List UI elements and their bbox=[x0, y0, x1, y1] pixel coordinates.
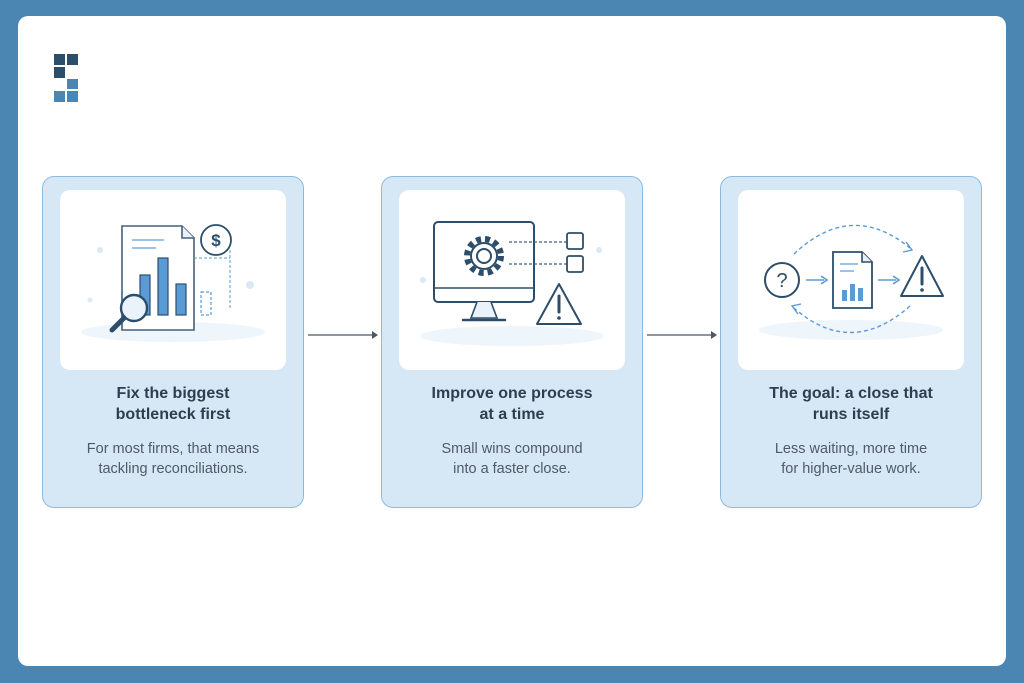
step-description-3: Less waiting, more time for higher-value… bbox=[774, 441, 928, 477]
svg-text:$: $ bbox=[211, 231, 221, 250]
report-magnifier-dollar-icon: $ bbox=[81, 224, 265, 342]
step-description-2: Small wins compound into a faster close. bbox=[441, 441, 583, 477]
step-description-1: For most firms, that means tackling reco… bbox=[86, 441, 260, 477]
arrow-right-icon bbox=[308, 331, 378, 339]
step-card-1: $ Fix the biggest bottleneck first For m… bbox=[42, 176, 304, 508]
stacked-blocks-logo bbox=[54, 54, 78, 102]
arrow-right-icon bbox=[647, 331, 717, 339]
step-title-2: Improve one process at a time bbox=[431, 385, 593, 423]
monitor-gear-warning-icon bbox=[420, 221, 604, 346]
step-title-1: Fix the biggest bottleneck first bbox=[115, 385, 231, 423]
step-title-3: The goal: a close that runs itself bbox=[769, 385, 933, 423]
question-document-warning-cycle-icon: ? bbox=[759, 224, 944, 340]
step-illustration-2 bbox=[399, 190, 625, 370]
step-card-3: ? The goal: a close that runs itself bbox=[720, 176, 982, 508]
svg-text:?: ? bbox=[776, 270, 787, 292]
step-illustration-1: $ bbox=[60, 190, 286, 370]
step-card-2: Improve one process at a time Small wins… bbox=[381, 176, 643, 508]
diagram-canvas: $ Fix the biggest bottleneck first For m… bbox=[18, 16, 1006, 666]
step-illustration-3: ? bbox=[738, 190, 964, 370]
